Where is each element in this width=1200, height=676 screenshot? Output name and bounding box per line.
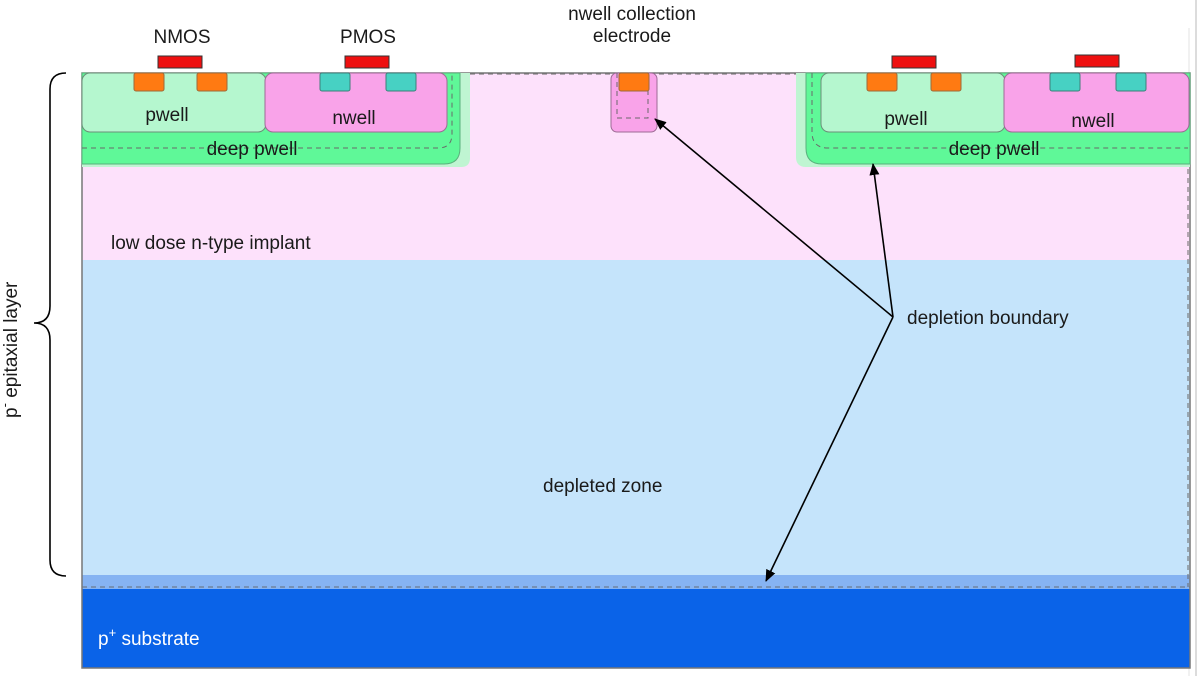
pmos-drain-contact: [385, 72, 417, 92]
depletion-boundary-line-right-block: [811, 73, 1188, 149]
collection-electrode-label-line1: nwell collection: [568, 4, 696, 25]
nmos-right-drain-contact: [930, 72, 962, 92]
depleted-zone-region: [82, 260, 1190, 576]
nmos-drain-contact: [196, 72, 228, 92]
arrow-to-deep-pwell: [869, 163, 894, 318]
collection-electrode-label-line2: electrode: [593, 26, 671, 47]
epitaxial-layer-label: p- epitaxial layer: [0, 281, 22, 418]
depletion-band: [82, 575, 1190, 589]
pmos-gate: [344, 55, 390, 69]
deep-pwell-left-label: deep pwell: [207, 139, 298, 160]
substrate-label: p+ substrate: [98, 625, 200, 650]
pmos-right-source-contact: [1049, 72, 1081, 92]
nwell-left-label: nwell: [332, 108, 375, 129]
pmos-label: PMOS: [340, 27, 396, 48]
nmos-right-source-contact: [866, 72, 898, 92]
collection-contact: [618, 72, 650, 92]
low-dose-implant-label: low dose n-type implant: [111, 233, 311, 254]
depletion-boundary-line-left: [82, 73, 453, 149]
nmos-right-gate: [891, 55, 937, 69]
depletion-boundary-arrows: [654, 118, 894, 582]
pmos-source-contact: [319, 72, 351, 92]
substrate-region: [82, 589, 1190, 668]
epitaxial-layer-brace: [33, 72, 67, 577]
nmos-label: NMOS: [154, 27, 211, 48]
nmos-source-contact: [133, 72, 165, 92]
arrow-to-substrate: [765, 316, 894, 582]
depletion-boundary-label: depletion boundary: [907, 308, 1069, 329]
collection-depletion-boundary: [616, 73, 649, 119]
pwell-right-label: pwell: [884, 109, 927, 130]
pmos-right-drain-contact: [1115, 72, 1147, 92]
pwell-left-label: pwell: [145, 105, 188, 126]
depleted-zone-label: depleted zone: [543, 476, 662, 497]
arrow-to-collection: [654, 118, 894, 318]
deep-pwell-right-label: deep pwell: [949, 139, 1040, 160]
pmos-right-gate: [1074, 54, 1120, 68]
nwell-right-label: nwell: [1071, 111, 1114, 132]
nmos-gate: [157, 55, 203, 69]
